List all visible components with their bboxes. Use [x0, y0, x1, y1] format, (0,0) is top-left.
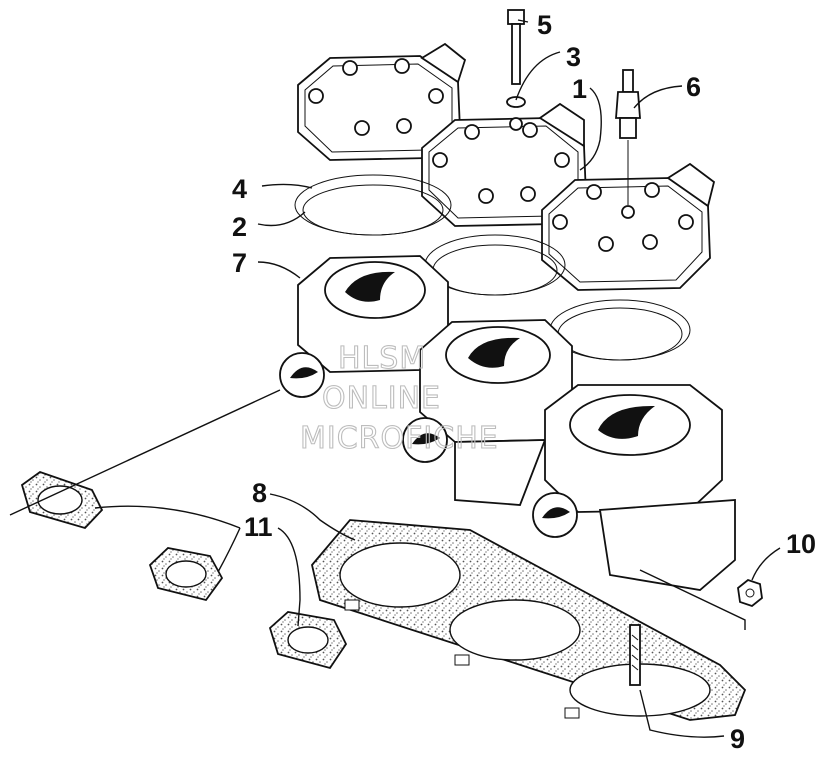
callout-1: 1 — [572, 74, 587, 104]
cylinder-front — [532, 384, 736, 591]
cylinder-stud — [629, 624, 641, 686]
spark-plug — [615, 69, 641, 205]
watermark-line-3: MICROFICHE — [300, 421, 499, 456]
exhaust-gasket-1 — [20, 470, 104, 530]
callout-8: 8 — [252, 478, 267, 508]
head-o-ring-rear — [294, 174, 452, 236]
watermark-line-2: ONLINE — [322, 381, 441, 416]
callout-3: 3 — [566, 42, 581, 72]
stud-nut — [737, 578, 763, 608]
callout-11: 11 — [244, 512, 273, 542]
watermark-line-1: HLSM — [338, 341, 426, 376]
callout-7: 7 — [232, 248, 247, 278]
callout-10: 10 — [786, 529, 816, 559]
watermark: HLSM ONLINE MICROFICHE — [299, 340, 499, 456]
cylinder-middle — [402, 319, 573, 506]
callout-5: 5 — [537, 10, 552, 40]
callout-4: 4 — [232, 174, 247, 204]
cylinder-head-rear — [297, 42, 467, 161]
exhaust-gasket-2 — [148, 547, 224, 602]
leader-lines — [9, 19, 781, 738]
callout-6: 6 — [686, 72, 701, 102]
exhaust-gasket-3 — [268, 611, 348, 670]
cylinder-head-front — [541, 162, 716, 291]
cylinder-rear — [279, 255, 449, 398]
head-bolt — [506, 9, 526, 108]
callout-9: 9 — [730, 724, 745, 754]
callout-2: 2 — [232, 212, 247, 242]
